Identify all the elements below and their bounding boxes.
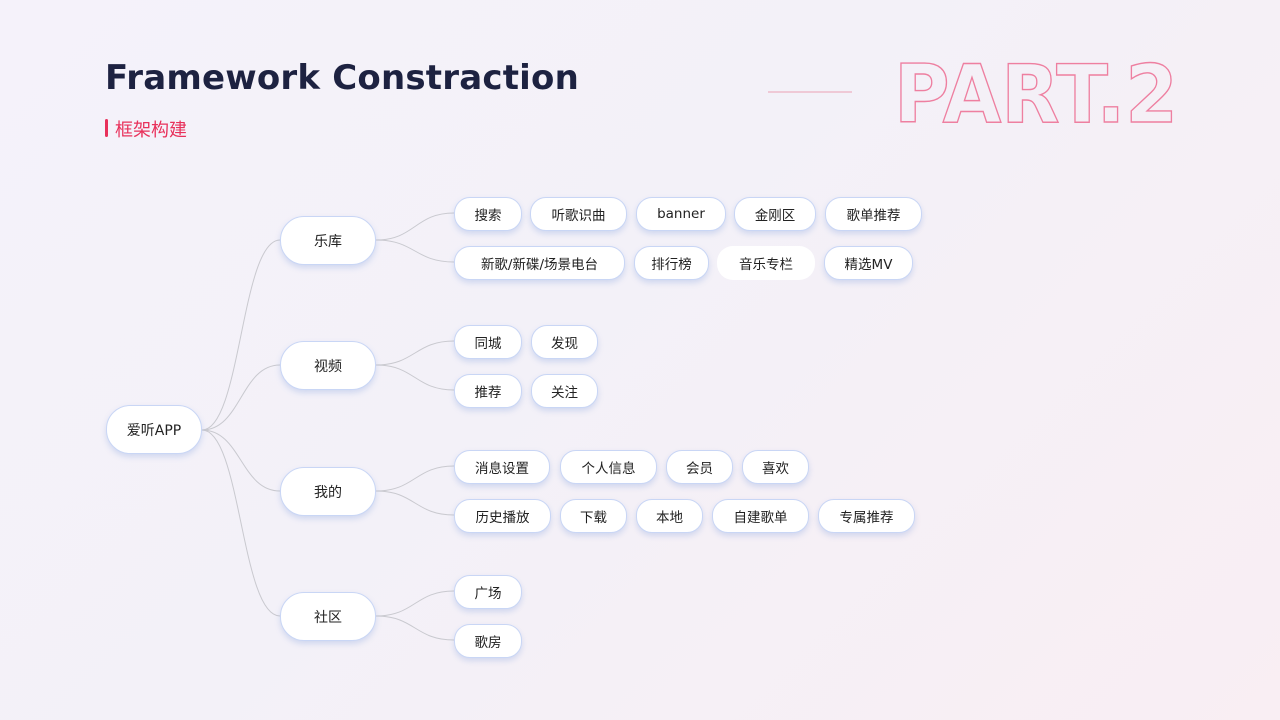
leaf-node-label: 精选MV	[844, 257, 893, 273]
branch-connector	[375, 590, 455, 617]
leaf-node[interactable]: 排行榜	[634, 246, 709, 280]
leaf-node-label: 音乐专栏	[739, 257, 793, 273]
leaf-node-label: 歌单推荐	[846, 208, 901, 224]
leaf-node[interactable]: 同城	[454, 325, 522, 359]
leaf-node-label: 歌房	[474, 635, 502, 651]
leaf-node-label: 喜欢	[762, 461, 789, 477]
root-connector	[201, 364, 281, 431]
leaf-node-label: 新歌/新碟/场景电台	[480, 257, 599, 273]
leaf-node[interactable]: 关注	[531, 374, 598, 408]
decorative-divider	[768, 91, 852, 93]
branch-node-yueku[interactable]: 乐库	[280, 216, 376, 265]
leaf-node-label: banner	[657, 206, 705, 222]
page-title: Framework Constraction	[105, 58, 579, 98]
leaf-node-label: 关注	[551, 385, 578, 401]
leaf-node[interactable]: 自建歌单	[712, 499, 809, 533]
leaf-node-label: 本地	[656, 510, 683, 526]
branch-node-label: 我的	[314, 484, 342, 501]
leaf-node[interactable]: 歌单推荐	[825, 197, 922, 231]
root-connector	[201, 429, 281, 617]
leaf-node[interactable]: 搜索	[454, 197, 522, 231]
branch-connector	[375, 364, 455, 391]
leaf-node-label: 发现	[551, 336, 578, 352]
leaf-node-label: 会员	[686, 461, 713, 477]
root-connector	[201, 429, 281, 492]
leaf-node[interactable]: banner	[636, 197, 726, 231]
leaf-node-label: 搜索	[474, 208, 502, 224]
leaf-node-label: 同城	[474, 336, 502, 352]
branch-connector	[375, 465, 455, 492]
leaf-node[interactable]: 历史播放	[454, 499, 551, 533]
branch-node-label: 社区	[314, 609, 342, 626]
part-label: PART.2	[893, 50, 1178, 130]
leaf-node[interactable]: 喜欢	[742, 450, 809, 484]
leaf-node-label: 金刚区	[754, 208, 796, 224]
leaf-node-label: 推荐	[474, 385, 502, 401]
leaf-node-label: 广场	[474, 586, 502, 602]
leaf-node-label: 个人信息	[581, 461, 636, 477]
root-node-label: 爱听APP	[126, 422, 182, 439]
leaf-node[interactable]: 专属推荐	[818, 499, 915, 533]
leaf-node-label: 专属推荐	[839, 510, 894, 526]
branch-connector	[375, 212, 455, 241]
page-subtitle: 框架构建	[105, 116, 187, 142]
leaf-node[interactable]: 新歌/新碟/场景电台	[454, 246, 625, 280]
leaf-node[interactable]: 本地	[636, 499, 703, 533]
branch-connector	[375, 239, 455, 263]
leaf-node-label: 排行榜	[651, 257, 692, 273]
leaf-node[interactable]: 推荐	[454, 374, 522, 408]
branch-connector	[375, 340, 455, 366]
leaf-node[interactable]: 发现	[531, 325, 598, 359]
leaf-node[interactable]: 音乐专栏	[717, 246, 815, 280]
branch-connector	[375, 615, 455, 641]
leaf-node-label: 自建歌单	[733, 510, 788, 526]
leaf-node[interactable]: 个人信息	[560, 450, 657, 484]
branch-node-label: 视频	[314, 358, 342, 375]
leaf-node[interactable]: 下载	[560, 499, 627, 533]
root-node[interactable]: 爱听APP	[106, 405, 202, 454]
branch-node-shequ[interactable]: 社区	[280, 592, 376, 641]
root-connector	[201, 239, 281, 431]
leaf-node[interactable]: 精选MV	[824, 246, 913, 280]
leaf-node-label: 消息设置	[475, 461, 529, 477]
leaf-node-label: 历史播放	[475, 510, 530, 526]
branch-node-wode[interactable]: 我的	[280, 467, 376, 516]
leaf-node[interactable]: 广场	[454, 575, 522, 609]
branch-connector	[375, 490, 455, 516]
leaf-node-label: 听歌识曲	[551, 208, 606, 224]
leaf-node[interactable]: 消息设置	[454, 450, 550, 484]
leaf-node[interactable]: 金刚区	[734, 197, 816, 231]
part-label-text: PART.2	[894, 50, 1178, 130]
leaf-node[interactable]: 会员	[666, 450, 733, 484]
leaf-node-label: 下载	[580, 510, 607, 526]
branch-node-label: 乐库	[314, 233, 342, 250]
leaf-node[interactable]: 歌房	[454, 624, 522, 658]
branch-node-shipin[interactable]: 视频	[280, 341, 376, 390]
leaf-node[interactable]: 听歌识曲	[530, 197, 627, 231]
